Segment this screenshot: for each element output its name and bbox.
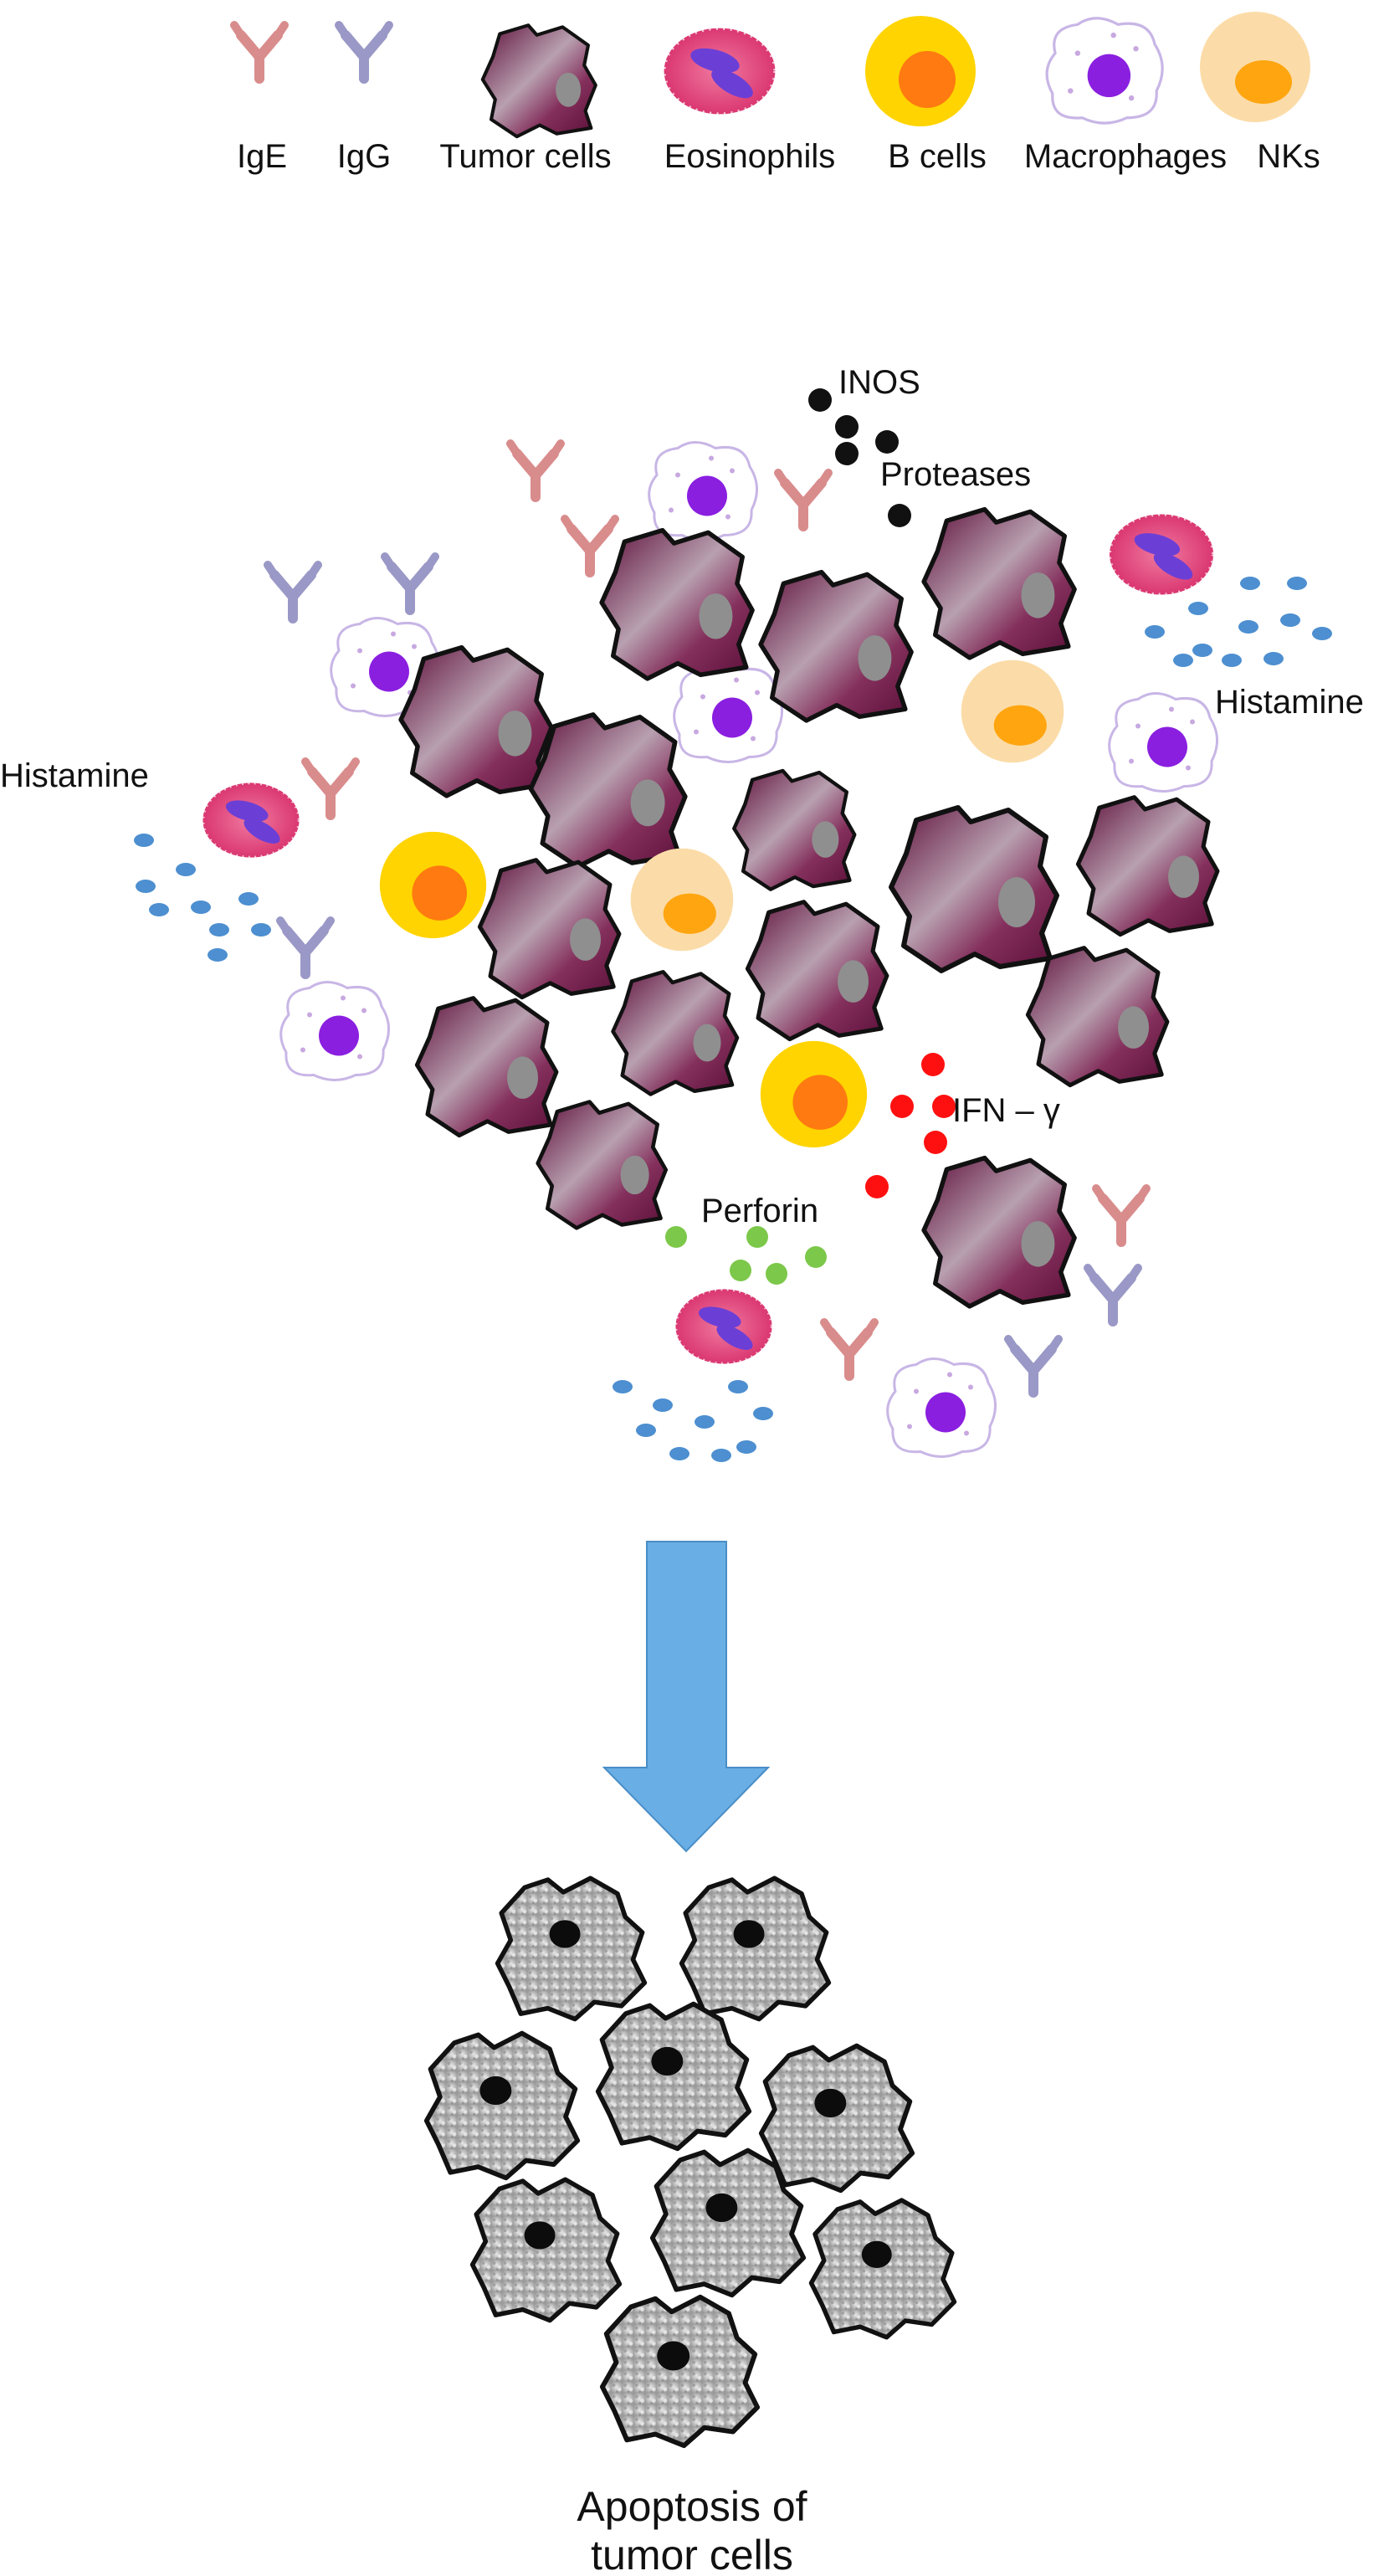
nk-cell-icon <box>1200 12 1310 122</box>
perforin-label: Perforin <box>701 1193 818 1229</box>
outcome-line-1: Apoptosis of <box>577 2483 807 2530</box>
histamine-label-right: Histamine <box>1215 684 1364 721</box>
proteases-label: Proteases <box>880 456 1031 493</box>
ifn-gamma-label: IFN – γ <box>952 1092 1060 1129</box>
legend-label-tumor: Tumor cells <box>439 138 611 175</box>
outcome-line-2: tumor cells <box>591 2532 793 2576</box>
perforin-dots <box>665 1226 827 1285</box>
apoptotic-cell-icon <box>427 2034 578 2178</box>
b-cell-icon <box>865 16 976 126</box>
inos-dots <box>808 388 911 527</box>
ifn-gamma-dots <box>865 1053 956 1198</box>
apoptotic-cell-icon <box>598 2004 750 2149</box>
legend-label-igg: IgG <box>337 138 391 175</box>
histamine-dots-bottom <box>613 1380 773 1462</box>
apoptotic-cell-icon <box>473 2179 620 2320</box>
apoptotic-cells <box>427 1878 955 2445</box>
tumor-cell-icon <box>483 25 596 136</box>
apoptotic-cell-icon <box>498 1878 645 2019</box>
legend-label-eosinophils: Eosinophils <box>664 138 836 175</box>
apoptotic-cell-icon <box>682 1878 829 2019</box>
legend-label-macrophages: Macrophages <box>1024 138 1227 175</box>
legend-label-ige: IgE <box>237 138 287 175</box>
legend: IgE IgG Tumor cells Eosinophils B cells … <box>234 12 1320 175</box>
histamine-label-left: Histamine <box>0 757 149 794</box>
igg-antibody-icon <box>339 25 389 79</box>
eosinophil-icon <box>664 28 776 115</box>
apoptotic-cell-icon <box>812 2200 955 2337</box>
legend-label-bcells: B cells <box>888 138 987 175</box>
ige-antibody-icon <box>234 25 284 79</box>
apoptotic-cell-icon <box>602 2297 757 2445</box>
tumor-microenvironment: INOS Proteases <box>0 364 1364 1462</box>
down-arrow-icon <box>602 1541 771 1853</box>
macrophage-icon <box>1045 17 1164 125</box>
apoptotic-cell-icon <box>761 2046 913 2191</box>
legend-label-nks: NKs <box>1257 138 1320 175</box>
inos-label: INOS <box>838 364 920 401</box>
